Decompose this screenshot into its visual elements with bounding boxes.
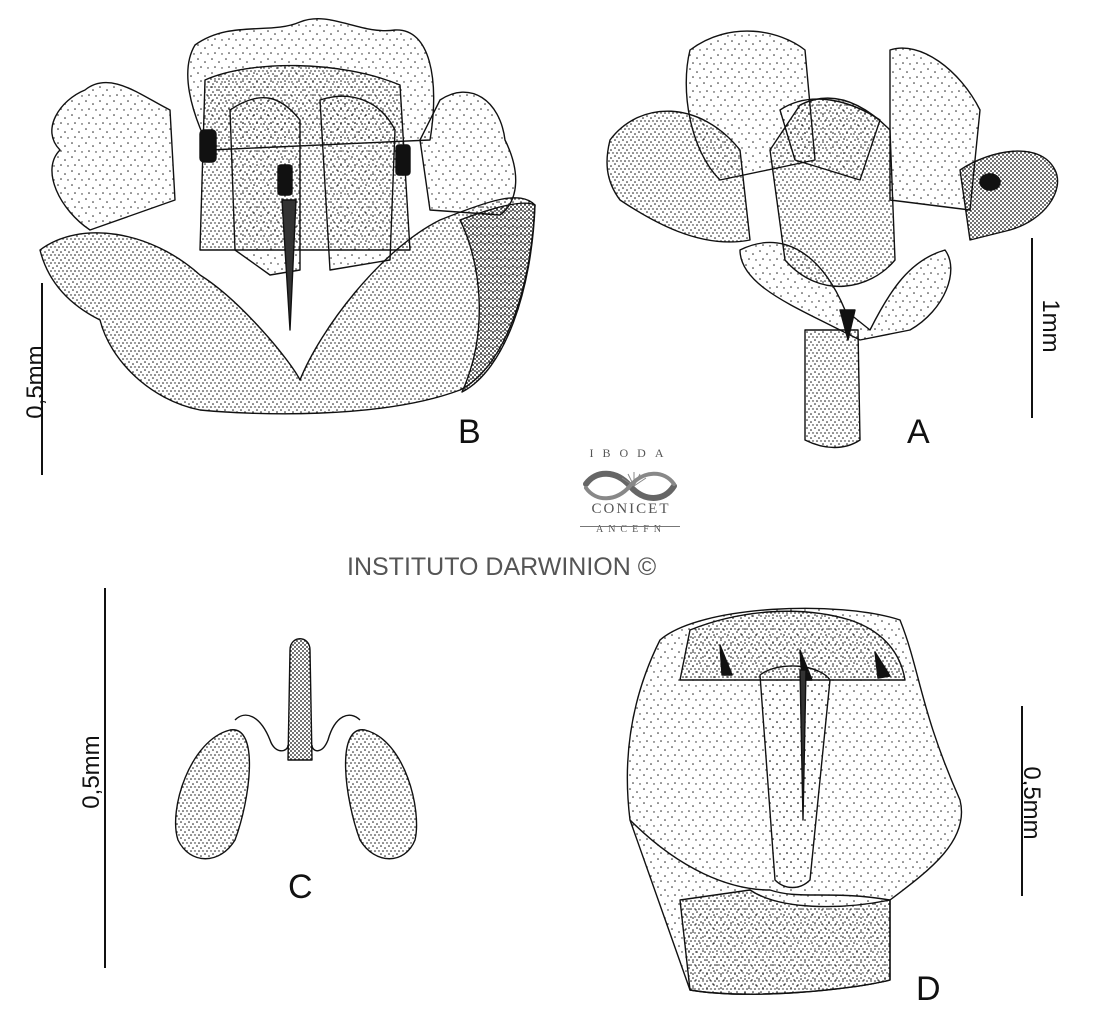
panel-letter-d: D [916,970,941,1008]
flower-a-illustration [606,30,1059,449]
panel-letter-b: B [458,413,481,451]
scale-label-a: 1mm [1037,299,1064,353]
panel-letter-a: A [907,413,930,451]
logo-top-text: IBODA [589,446,673,460]
logo-wave-icon [583,470,677,501]
scale-bar-c [104,588,106,968]
corolla-d-illustration [626,607,963,995]
scale-label-b: 0,5mm [22,345,49,419]
anthers-c-illustration [174,638,418,860]
iboda-conicet-logo: IBODA CONICET ANCEFN [572,446,690,550]
panel-c: 0,5mm C [60,580,420,980]
scale-bar-d [1021,706,1023,896]
scale-bar-a [1031,238,1033,418]
flower-b-illustration [39,18,536,415]
panel-d: 0,5mm D [600,590,1070,1010]
logo-bottom-text: ANCEFN [595,524,666,535]
logo-middle-text: CONICET [591,501,671,517]
panel-letter-c: C [288,868,313,906]
logo-divider [580,526,680,527]
scale-label-d: 0,5mm [1018,766,1045,840]
scale-label-c: 0,5mm [78,735,105,809]
panel-a: 1mm A [590,10,1090,451]
scale-bar-b [41,283,43,475]
panel-b: 0,5mm B [0,0,560,480]
credit-text: INSTITUTO DARWINION © [347,553,657,581]
